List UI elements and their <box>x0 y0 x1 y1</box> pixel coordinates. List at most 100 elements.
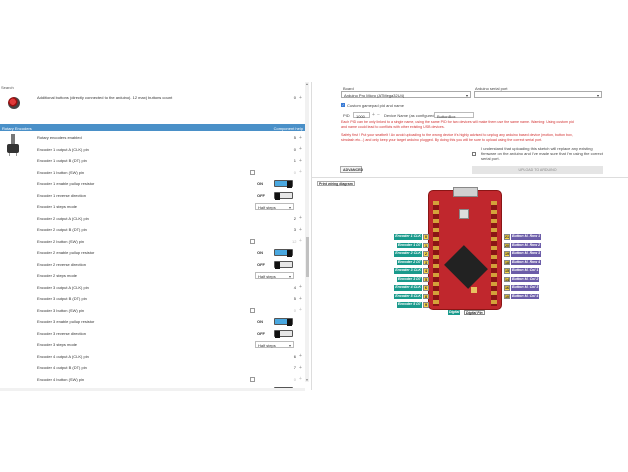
board-select[interactable]: Arduino Pro Micro (ATMega32U4) ▾ <box>341 91 471 98</box>
plus-icon[interactable]: + <box>299 238 302 244</box>
toggle-track[interactable] <box>274 249 293 257</box>
setting-label: Encoder 2 steps mode <box>37 273 78 278</box>
stepper-value[interactable]: 5 <box>293 135 296 140</box>
plus-icon[interactable]: + <box>299 364 302 371</box>
pid-input[interactable]: 1000 <box>353 112 370 119</box>
chevron-down-icon: ▾ <box>288 273 291 279</box>
pin-stepper[interactable]: 12+− <box>254 238 309 245</box>
steps-mode-select[interactable]: Half steps▾ <box>255 203 294 210</box>
understand-checkbox[interactable] <box>472 152 476 156</box>
stepper-value[interactable]: 7 <box>293 365 296 370</box>
custom-pid-checkbox[interactable]: ✓ <box>341 103 345 107</box>
toggle-knob[interactable] <box>275 192 280 200</box>
plus-icon[interactable]: + <box>372 111 375 118</box>
chevron-down-icon: ▾ <box>288 204 291 210</box>
stepper-value[interactable]: 12 <box>292 238 297 244</box>
stepper-value[interactable]: 1 <box>293 158 296 163</box>
toggle-knob[interactable] <box>275 330 280 338</box>
plus-icon[interactable]: + <box>299 376 302 382</box>
pane-divider[interactable] <box>311 82 312 390</box>
stepper-value[interactable]: 4 <box>293 284 296 290</box>
toggle-track[interactable] <box>274 318 293 326</box>
pid-warning-line-1: Each PID can be only linked to a single … <box>341 120 574 124</box>
settings-vertical-scrollbar[interactable]: ▲ ▼ <box>305 82 309 382</box>
steps-mode-select[interactable]: Half steps ▾ <box>255 341 294 348</box>
toggle-switch[interactable]: OFF <box>255 191 294 200</box>
chevron-down-icon: ▾ <box>288 342 291 348</box>
select-value: Half steps <box>258 343 276 348</box>
pin-label-encoder: Encoder 4 CLK <box>394 285 422 291</box>
device-name-input[interactable]: ButtonBox <box>434 112 474 119</box>
pin-enable-checkbox[interactable] <box>250 238 255 244</box>
understand-line-1: I understand that uploading this sketch … <box>481 146 593 151</box>
pin-stepper[interactable]: 0+− <box>254 169 309 176</box>
scrollbar-thumb[interactable] <box>305 237 309 277</box>
stepper-value[interactable]: 6 <box>293 353 296 359</box>
toggle-knob[interactable] <box>287 181 292 188</box>
rotary-encoders-header[interactable]: Rotary Encoders Component help <box>0 124 305 131</box>
steps-mode-select[interactable]: Half steps▾ <box>255 272 294 279</box>
toggle-track[interactable] <box>274 260 293 269</box>
pin-stepper[interactable]: 0+− <box>254 376 309 383</box>
scroll-down-icon[interactable]: ▼ <box>305 378 309 382</box>
pin-stepper[interactable]: 7+− <box>254 364 309 371</box>
pin-label-button-matrix: Button M. Col 3 <box>511 285 540 291</box>
pin-stepper[interactable]: 6+− <box>254 353 309 360</box>
scroll-up-icon[interactable]: ▲ <box>305 82 309 86</box>
plus-icon[interactable]: + <box>299 226 302 233</box>
component-help-link[interactable]: Component help <box>273 125 303 131</box>
pin-stepper[interactable]: 4+− <box>254 284 309 291</box>
plus-icon[interactable]: + <box>299 215 302 221</box>
stepper-value[interactable]: 0 <box>293 95 296 100</box>
setting-label: Encoder 1 steps mode <box>37 204 78 209</box>
plus-icon[interactable]: + <box>299 169 302 175</box>
plus-icon[interactable]: + <box>299 353 302 359</box>
toggle-track[interactable] <box>274 191 293 200</box>
pin-stepper[interactable]: 3+− <box>254 226 309 233</box>
toggle-track[interactable] <box>274 329 293 338</box>
print-wiring-diagram-tab[interactable]: Print wiring diagram <box>317 181 355 186</box>
plus-icon[interactable]: + <box>299 94 302 101</box>
pin-stepper[interactable]: 0+− <box>254 307 309 314</box>
advanced-button[interactable]: ADVANCED <box>340 166 363 173</box>
stepper-value[interactable]: 2 <box>293 215 296 221</box>
pin-stepper[interactable]: 2+− <box>254 215 309 222</box>
pin-number: 19 <box>504 251 510 257</box>
toggle-switch[interactable]: ON <box>255 249 294 257</box>
pin-enable-checkbox[interactable] <box>250 307 255 313</box>
toggle-switch[interactable]: OFF <box>255 260 294 269</box>
plus-icon[interactable]: + <box>299 157 302 164</box>
stepper-value[interactable]: 0 <box>293 307 296 313</box>
pin-stepper[interactable]: 5+− <box>254 295 309 302</box>
pin-enable-checkbox[interactable] <box>250 169 255 175</box>
settings-horizontal-scrollbar[interactable] <box>0 388 305 391</box>
pin-stepper[interactable]: 0+− <box>254 146 309 153</box>
plus-icon[interactable]: + <box>299 146 302 152</box>
stepper-value[interactable]: 0 <box>293 169 296 175</box>
toggle-track[interactable] <box>274 180 293 188</box>
pin-enable-checkbox[interactable] <box>250 376 255 382</box>
toggle-switch[interactable]: ON <box>255 318 294 326</box>
plus-icon[interactable]: + <box>299 284 302 290</box>
plus-icon[interactable]: + <box>299 134 302 141</box>
toggle-knob[interactable] <box>287 319 292 326</box>
stepper-value[interactable]: 0 <box>293 376 296 382</box>
minus-icon[interactable]: − <box>377 111 380 118</box>
toggle-knob[interactable] <box>275 261 280 269</box>
toggle-switch[interactable]: ON <box>255 180 294 188</box>
upload-button[interactable]: UPLOAD TO ARDUINO <box>472 166 603 174</box>
pin-stepper[interactable]: 1+− <box>254 157 309 164</box>
plus-icon[interactable]: + <box>299 307 302 313</box>
additional-buttons-stepper[interactable]: 0 + − <box>254 94 309 101</box>
toggle-knob[interactable] <box>287 250 292 257</box>
toggle-switch[interactable]: OFF <box>255 329 294 338</box>
pin-stepper[interactable]: 5+− <box>254 134 309 141</box>
stepper-value[interactable]: 5 <box>293 296 296 301</box>
search-label[interactable]: Search <box>1 85 14 90</box>
serial-port-select[interactable]: ▾ <box>474 91 602 98</box>
plus-icon[interactable]: + <box>299 295 302 302</box>
stepper-value[interactable]: 3 <box>293 227 296 232</box>
stepper-value[interactable]: 0 <box>293 146 296 152</box>
